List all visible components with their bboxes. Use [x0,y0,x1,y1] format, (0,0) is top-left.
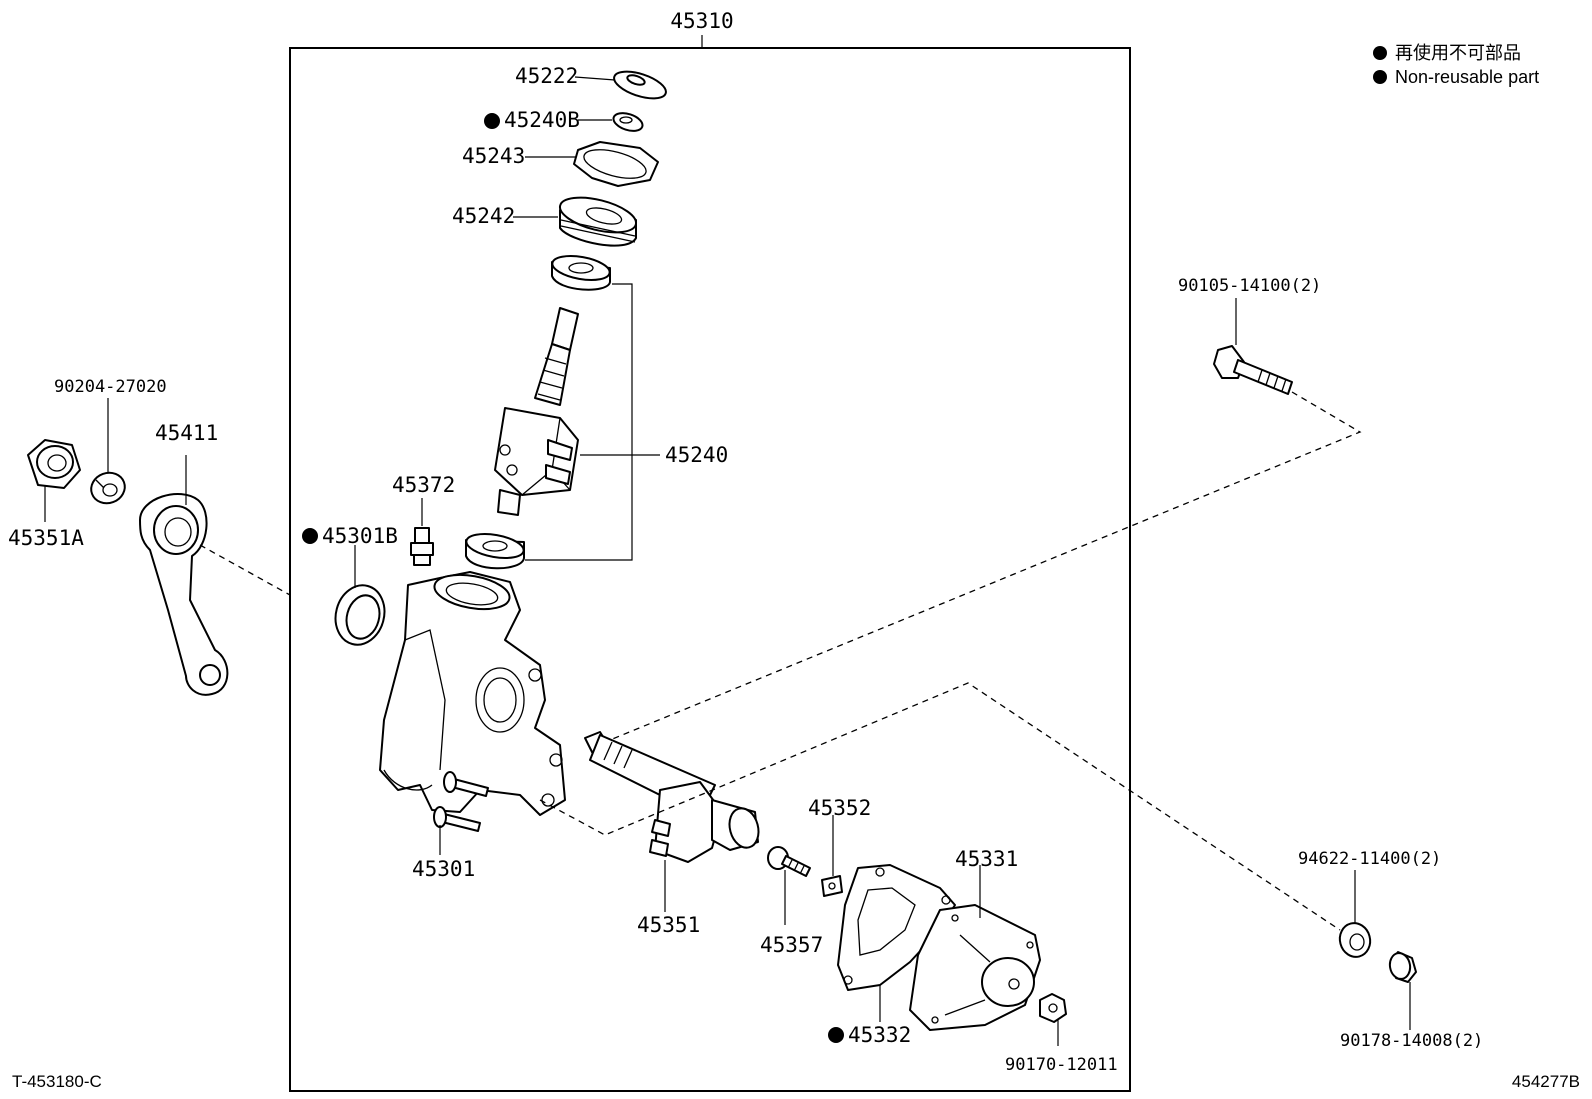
part-45240B-ring[interactable] [611,110,644,134]
non-reusable-dot-icon [828,1027,844,1043]
legend-ja: 再使用不可部品 [1395,43,1521,63]
label-45222: 45222 [515,64,578,88]
footer-right-code: 454277B [1512,1072,1580,1091]
part-45301-gear-housing[interactable] [379,570,566,816]
legend-en: Non-reusable part [1395,67,1539,87]
assembly-frame [289,47,1131,1092]
part-45331-side-cover[interactable] [909,904,1041,1031]
part-45301B-oil-seal[interactable] [329,580,391,650]
label-90170: 90170-12011 [1005,1055,1118,1075]
part-90105-bolt[interactable] [1213,345,1293,395]
part-lower-bearing[interactable] [465,530,526,570]
label-45351A: 45351A [8,526,84,550]
label-45372: 45372 [392,473,455,497]
label-94622: 94622-11400(2) [1298,849,1441,869]
part-94622-washer[interactable] [1336,920,1374,961]
part-45222-washer[interactable] [611,66,669,104]
part-45352-shim[interactable] [821,875,843,897]
part-45240-worm-valve[interactable] [494,307,579,516]
part-housing-stud[interactable] [433,806,481,832]
part-upper-bearing[interactable] [551,252,612,291]
label-90105: 90105-14100(2) [1178,276,1321,296]
label-45301B: 45301B [322,524,398,548]
part-45351A-nut[interactable] [27,439,81,489]
part-45357-adjusting-screw[interactable] [767,846,811,877]
part-90170-nut[interactable] [1039,993,1067,1023]
part-45351-sector-shaft[interactable] [584,731,763,863]
label-45331: 45331 [955,847,1018,871]
legend-dot-icon [1373,70,1387,84]
label-45240B: 45240B [504,108,580,132]
label-90204: 90204-27020 [54,377,167,397]
label-45352: 45352 [808,796,871,820]
label-45351: 45351 [637,913,700,937]
label-45243: 45243 [462,144,525,168]
part-45411-pitman-arm[interactable] [139,492,229,696]
non-reusable-dot-icon [302,528,318,544]
dashed-leader [199,544,291,596]
label-45242: 45242 [452,204,515,228]
assembly-number: 45310 [670,9,733,33]
part-45243-lock-nut[interactable] [573,141,659,187]
part-housing-stud[interactable] [443,771,489,797]
label-45411: 45411 [155,421,218,445]
label-45301: 45301 [412,857,475,881]
part-90178-nut[interactable] [1388,951,1417,983]
label-90178: 90178-14008(2) [1340,1031,1483,1051]
part-45242-adjusting-screw[interactable] [557,191,640,247]
legend: 再使用不可部品 Non-reusable part [1373,43,1539,87]
label-45332: 45332 [848,1023,911,1047]
label-45240: 45240 [665,443,728,467]
dashed-leader [539,682,1341,931]
footer-left-code: T-453180-C [12,1072,102,1091]
dashed-leader [609,391,1362,741]
legend-dot-icon [1373,46,1387,60]
part-90204-lock-washer[interactable] [87,468,129,508]
non-reusable-dot-icon [484,113,500,129]
part-45372-bleeder-plug[interactable] [410,527,434,566]
label-45357: 45357 [760,933,823,957]
part-45332-gasket[interactable] [837,864,956,991]
